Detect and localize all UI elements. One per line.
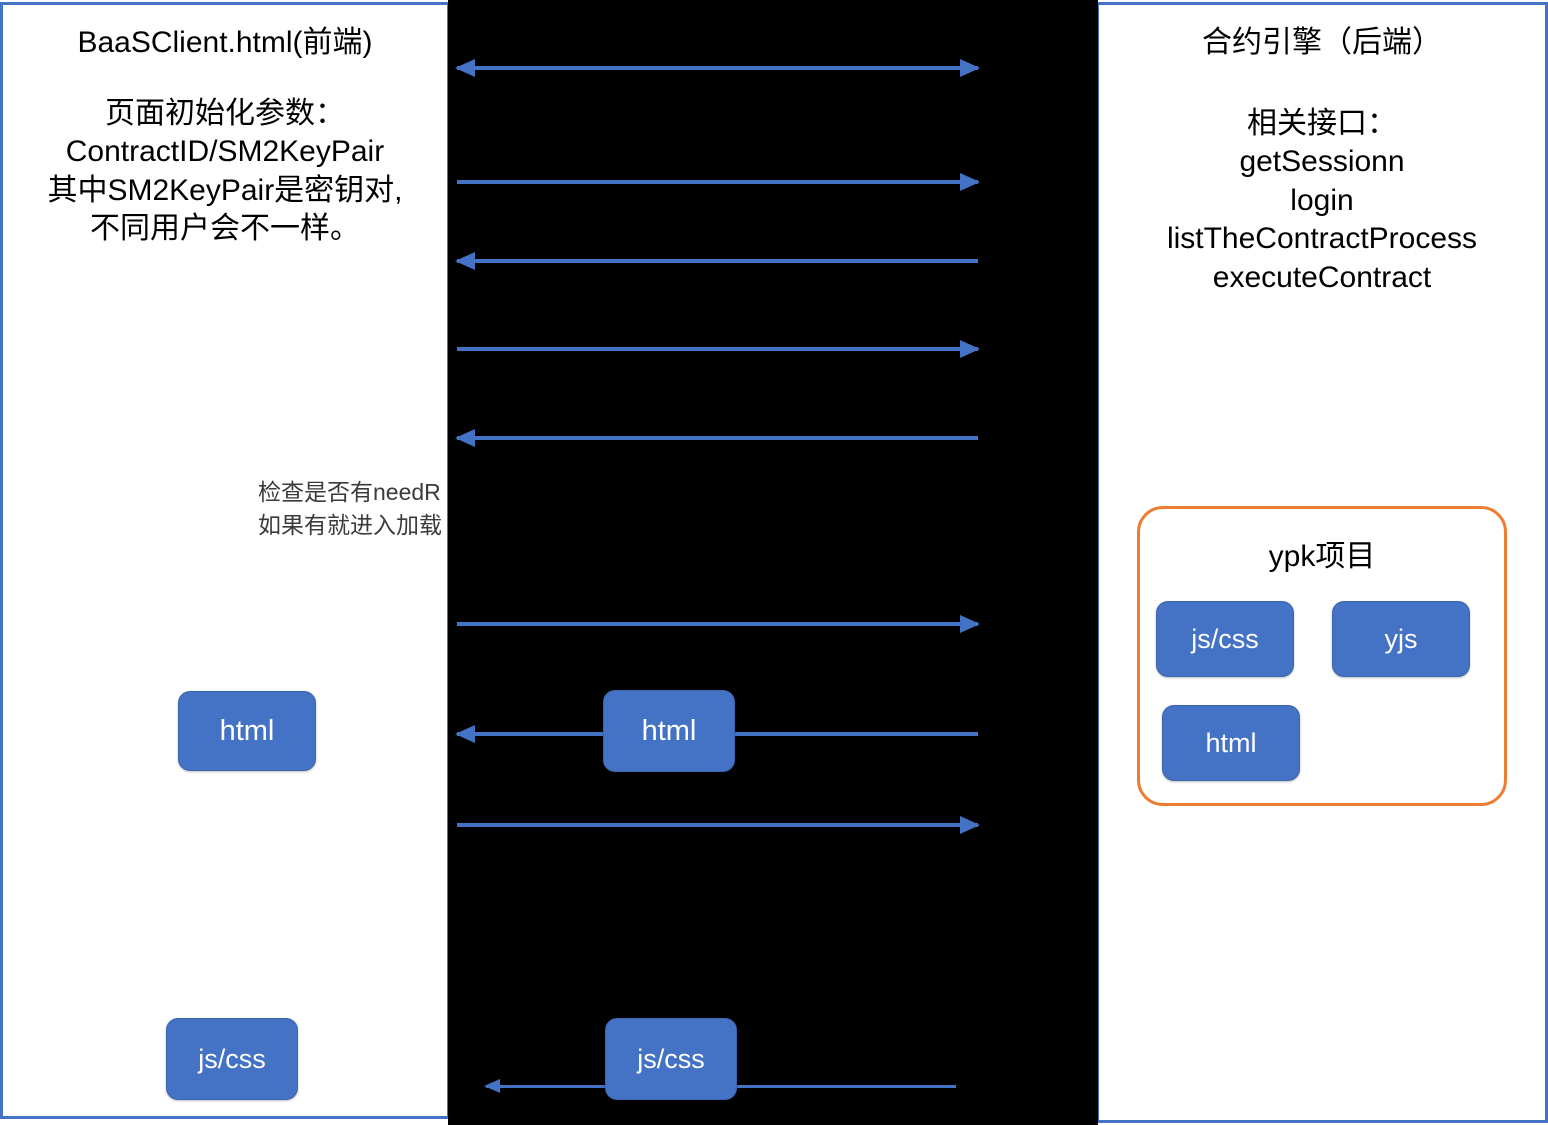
ypk-item-jscss: js/css: [1156, 601, 1294, 677]
right-panel-body-text: 相关接口： getSessionn login listTheContractP…: [1166, 107, 1478, 294]
node-client-jscss: js/css: [166, 1018, 298, 1100]
ypk-item-yjs-label: yjs: [1384, 623, 1418, 654]
node-client-html: html: [178, 691, 316, 771]
arrowhead-right-icon: [960, 59, 980, 77]
left-panel-baasclient: BaaSClient.html(前端) 页面初始化参数： ContractID/…: [0, 2, 450, 1119]
arrow-bidirectional-top: [455, 59, 980, 77]
node-client-jscss-label: js/css: [198, 1043, 266, 1074]
arrow-right-1: [457, 173, 980, 191]
arrowhead-right-icon: [960, 173, 980, 191]
left-panel-title: BaaSClient.html(前端): [77, 26, 373, 59]
left-panel-body-text: 页面初始化参数： ContractID/SM2KeyPair 其中SM2KeyP…: [47, 97, 403, 246]
node-transit-jscss: js/css: [605, 1018, 737, 1100]
arrow-left-1: [455, 252, 978, 270]
arrowhead-left-icon: [455, 59, 475, 77]
ypk-item-html-label: html: [1205, 727, 1257, 758]
arrow-right-3: [457, 615, 980, 633]
node-transit-html-label: html: [641, 714, 697, 747]
black-overlay-band: [448, 0, 1098, 1125]
node-client-html-label: html: [219, 714, 275, 747]
flow-note-text: 检查是否有needR 如果有就进入加载: [258, 479, 442, 539]
arrowhead-left-icon: [484, 1079, 500, 1093]
right-panel-title: 合约引擎（后端）: [1202, 26, 1442, 59]
arrowhead-right-icon: [960, 615, 980, 633]
arrowhead-left-icon: [455, 429, 475, 447]
node-transit-html: html: [603, 690, 735, 772]
arrowhead-left-icon: [455, 252, 475, 270]
arrow-right-4: [457, 816, 980, 834]
ypk-item-html: html: [1162, 705, 1300, 781]
ypk-project-group: ypk项目 js/css yjs html: [1137, 506, 1507, 806]
arrow-right-2: [457, 340, 980, 358]
arrow-left-2: [455, 429, 978, 447]
arrowhead-right-icon: [960, 340, 980, 358]
node-transit-jscss-label: js/css: [637, 1043, 705, 1074]
ypk-item-yjs: yjs: [1332, 601, 1470, 677]
ypk-project-title: ypk项目: [1268, 540, 1376, 573]
arrowhead-right-icon: [960, 816, 980, 834]
ypk-item-jscss-label: js/css: [1191, 623, 1259, 654]
arrowhead-left-icon: [455, 725, 475, 743]
